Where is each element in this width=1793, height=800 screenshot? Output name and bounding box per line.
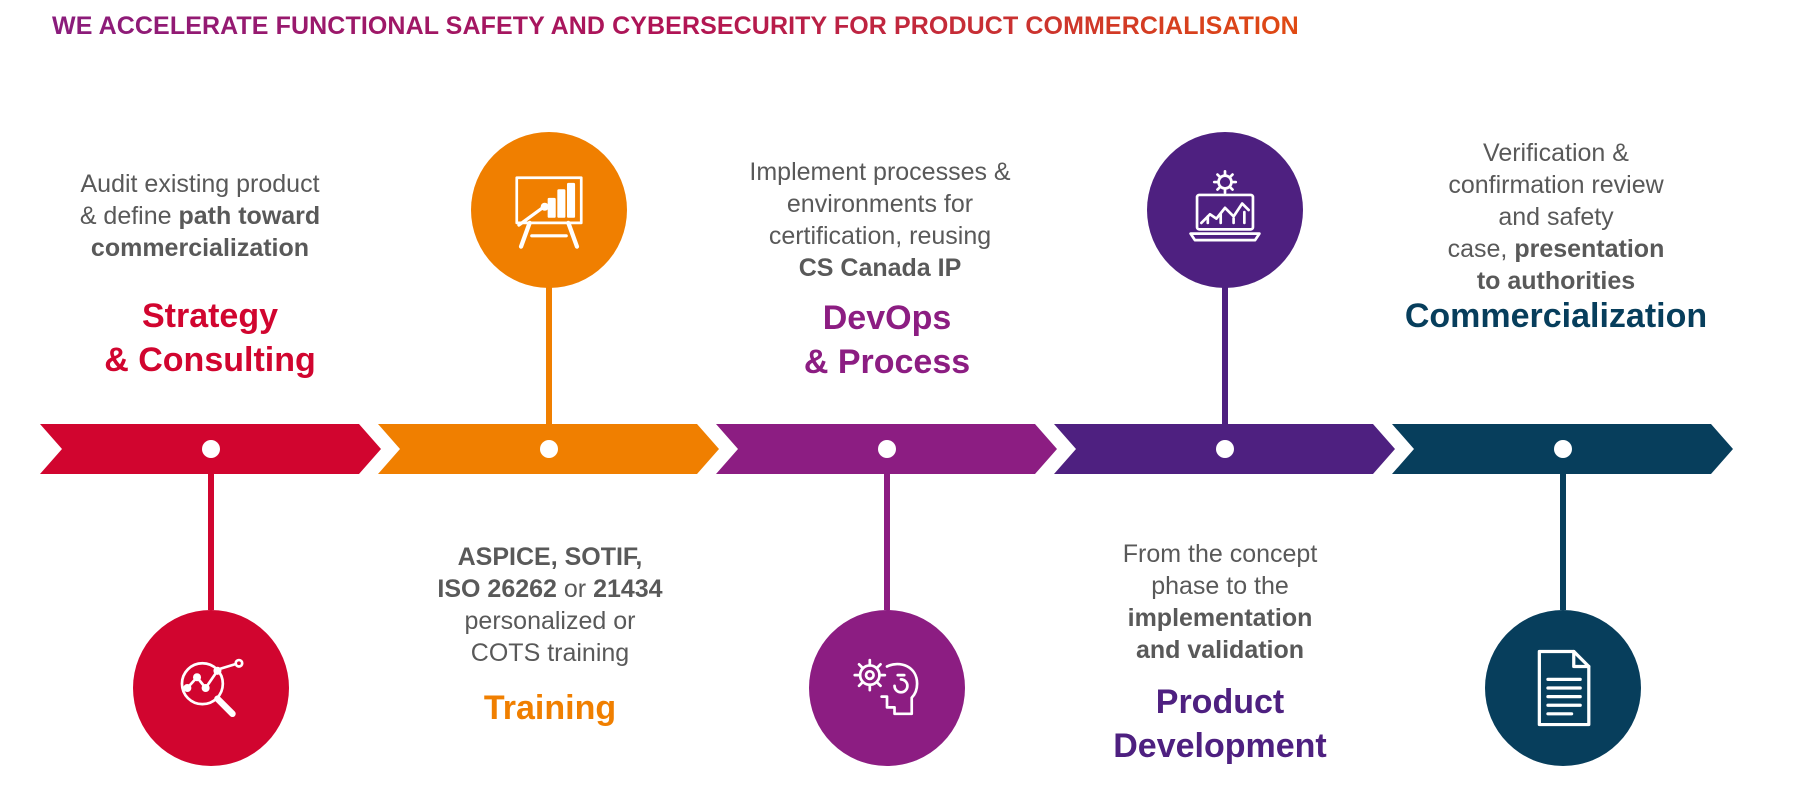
devops-desc-line-4: CS Canada IP [798,254,962,282]
devops-description: Implement processes & environments for c… [710,156,1050,284]
product-desc-line-3: implementation [1127,604,1313,632]
commercialization-icon-circle [1485,610,1641,766]
training-desc-line-2: ISO 26262 or 21434 [437,575,663,603]
training-connector [546,286,552,449]
commercialization-desc-line-3: and safety [1498,203,1614,231]
headline: WE ACCELERATE FUNCTIONAL SAFETY AND CYBE… [52,12,1299,40]
analytics-magnifier-icon [180,658,244,718]
product-desc-line-2: phase to the [1151,572,1289,600]
devops-desc-line-3: certification, reusing [768,222,992,250]
timeline-dot-training [540,440,558,458]
commercialization-title: Commercialization [1404,297,1708,335]
training-desc-line-1: ASPICE, SOTIF, [457,543,643,571]
product-icon-circle [1147,132,1303,288]
product-desc-line-4: and validation [1135,636,1305,664]
commercialization-desc-line-5: to authorities [1476,267,1636,295]
strategy-connector [208,449,214,610]
commercialization-connector [1560,449,1566,610]
commercialization-description: Verification & confirmation review and s… [1396,137,1716,297]
devops-desc-line-1: Implement processes & [749,158,1011,186]
strategy-title: Strategy & Consulting [104,297,316,379]
devops-icon-circle [809,610,965,766]
devops-desc-line-2: environments for [786,190,974,218]
training-icon-circle [471,132,627,288]
commercialization-desc-line-1: Verification & [1483,139,1629,167]
head-gear-icon [853,658,919,716]
strategy-description: Audit existing product & define path tow… [40,168,360,264]
timeline-dot-commercialization [1554,440,1572,458]
timeline-dot-product [1216,440,1234,458]
product-title: Product Development [1113,683,1327,765]
laptop-gear-chart-icon [1189,169,1261,242]
presentation-board-icon [515,176,583,249]
training-title: Training [483,689,617,727]
document-icon [1537,649,1591,727]
commercialization-desc-line-4: case, presentation [1447,235,1665,263]
strategy-desc-line-3: commercialization [90,234,310,262]
strategy-icon-circle [133,610,289,766]
training-description: ASPICE, SOTIF, ISO 26262 or 21434 person… [390,541,710,669]
timeline-dot-strategy [202,440,220,458]
strategy-desc-line-1: Audit existing product [80,170,320,198]
product-desc-line-1: From the concept [1122,540,1318,568]
strategy-desc-line-2: & define path toward [79,202,321,230]
timeline-dot-devops [878,440,896,458]
commercialization-desc-line-2: confirmation review [1448,171,1664,199]
training-desc-line-4: COTS training [470,639,630,667]
product-description: From the concept phase to the implementa… [1060,538,1380,666]
devops-connector [884,449,890,610]
product-connector [1222,286,1228,449]
devops-title: DevOps & Process [803,299,971,381]
training-desc-line-3: personalized or [464,607,636,635]
